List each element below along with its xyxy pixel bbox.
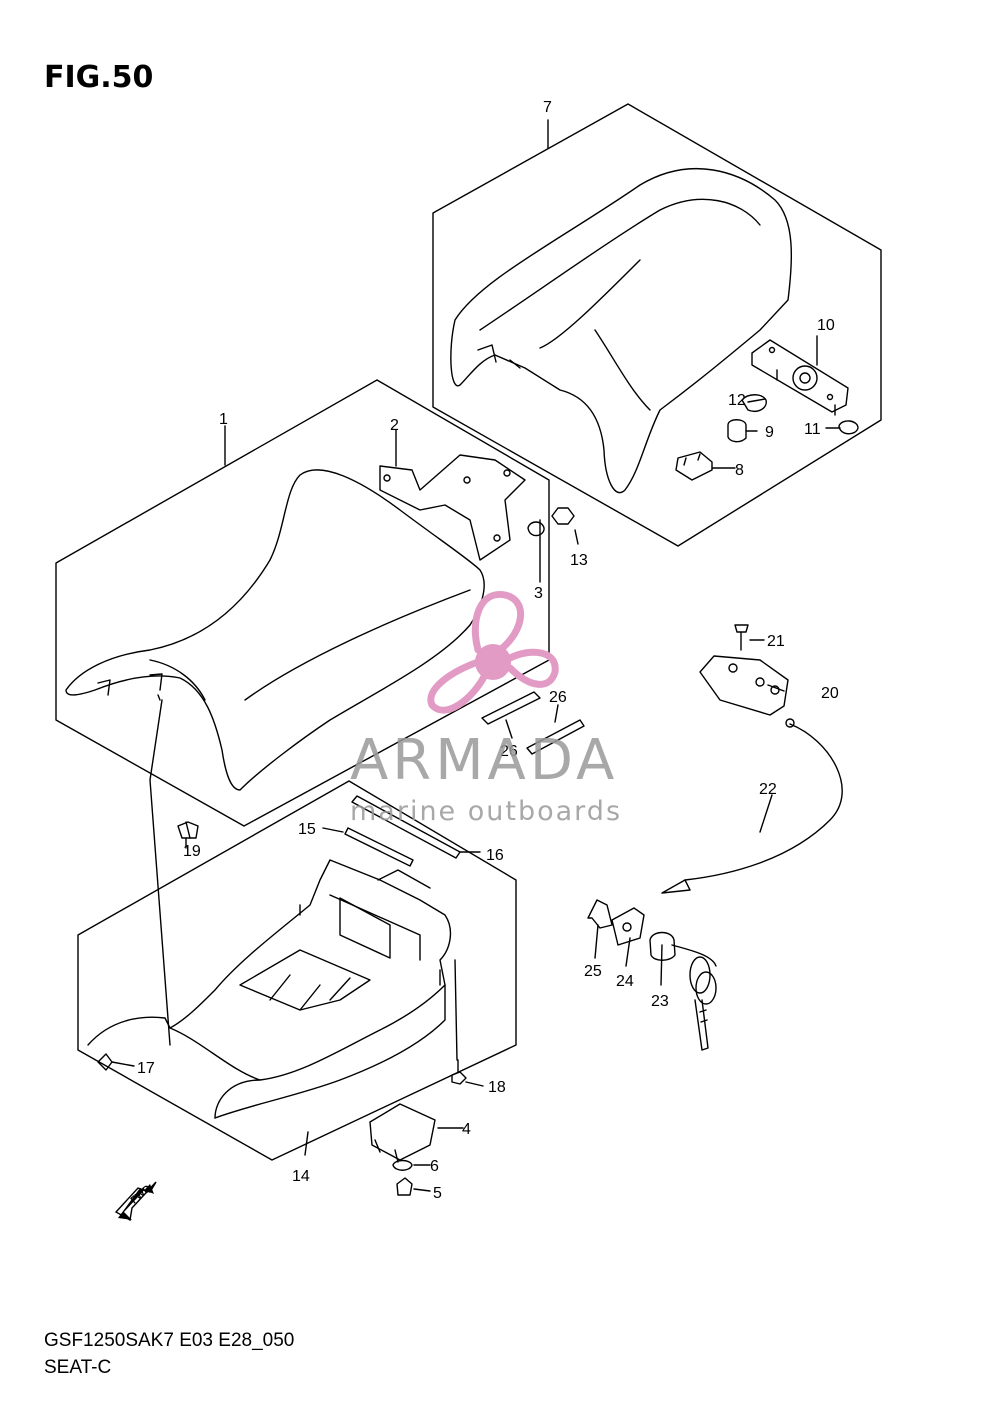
- watermark-propeller-hub: [475, 644, 511, 680]
- nut-13-drawing: [551, 507, 575, 525]
- grommet-11-drawing: [838, 420, 859, 435]
- callout-15: 15: [298, 821, 316, 838]
- callout-22: 22: [759, 781, 777, 798]
- figure-title: FIG.50: [44, 60, 154, 95]
- callout-25: 25: [584, 963, 602, 980]
- callout-2: 2: [390, 417, 399, 434]
- callout-labels: 1 2 3 4 5 6 7 8 9 10 11 12 13 14 15 16 1…: [137, 99, 839, 1202]
- callout-17: 17: [137, 1060, 155, 1077]
- bracket-20-drawing: [699, 655, 789, 716]
- callout-26a: 26: [549, 689, 567, 706]
- leader-lines: [111, 119, 841, 1192]
- model-code: GSF1250SAK7 E03 E28_050: [44, 1330, 295, 1351]
- pillion-seat-drawing: [450, 167, 793, 494]
- damper-12-drawing: [741, 394, 767, 412]
- group-frame-base: [77, 780, 517, 1161]
- callout-14: 14: [292, 1168, 310, 1185]
- sensor-4-drawing: [369, 1103, 436, 1163]
- strip-26b-drawing: [526, 719, 585, 755]
- bolt-18-drawing: [451, 1059, 467, 1085]
- callout-5: 5: [433, 1185, 442, 1202]
- callout-19: 19: [183, 843, 201, 860]
- bracket-drawing: [379, 454, 526, 561]
- strip-15-drawing: [344, 827, 414, 867]
- callout-21: 21: [767, 633, 785, 650]
- callout-8: 8: [735, 462, 744, 479]
- cushion-9-drawing: [727, 419, 747, 443]
- grommet-3-drawing: [527, 521, 545, 537]
- strip-26a-drawing: [481, 691, 541, 725]
- callout-6: 6: [430, 1158, 439, 1175]
- plate-25-drawing: [587, 899, 613, 929]
- screw-21-drawing: [734, 624, 749, 651]
- cable-22-drawing: [661, 718, 843, 894]
- callout-23: 23: [651, 993, 669, 1010]
- seat-base-drawing: [87, 859, 452, 1119]
- strip-16-drawing: [351, 795, 461, 859]
- callout-24: 24: [616, 973, 634, 990]
- callout-10: 10: [817, 317, 835, 334]
- callout-26b: 26: [500, 743, 518, 760]
- callout-13: 13: [570, 552, 588, 569]
- section-name: SEAT-C: [44, 1357, 112, 1378]
- callout-9: 9: [765, 424, 774, 441]
- callout-11: 11: [804, 421, 821, 438]
- callout-1: 1: [219, 411, 228, 428]
- cushion-8-drawing: [675, 451, 713, 481]
- callout-12: 12: [728, 392, 746, 409]
- watermark-subtitle: marine outboards: [350, 796, 623, 827]
- washer-6-drawing: [392, 1159, 413, 1171]
- group-frame-pillion: [432, 103, 882, 547]
- callout-4: 4: [462, 1121, 471, 1138]
- watermark-brand: ARMADA: [350, 728, 619, 793]
- latch-plate-drawing: [751, 339, 849, 416]
- lock-23-drawing: [649, 931, 717, 1051]
- callout-7: 7: [543, 99, 552, 116]
- callout-18: 18: [488, 1079, 506, 1096]
- plate-24-drawing: [611, 907, 645, 946]
- watermark-propeller-logo: [427, 591, 559, 714]
- callout-20: 20: [821, 685, 839, 702]
- fwd-arrow: FWD: [114, 1181, 157, 1222]
- callout-16: 16: [486, 847, 504, 864]
- callout-3: 3: [534, 585, 543, 602]
- bolt-5-drawing: [396, 1177, 413, 1196]
- rider-seat-drawing: [65, 469, 485, 791]
